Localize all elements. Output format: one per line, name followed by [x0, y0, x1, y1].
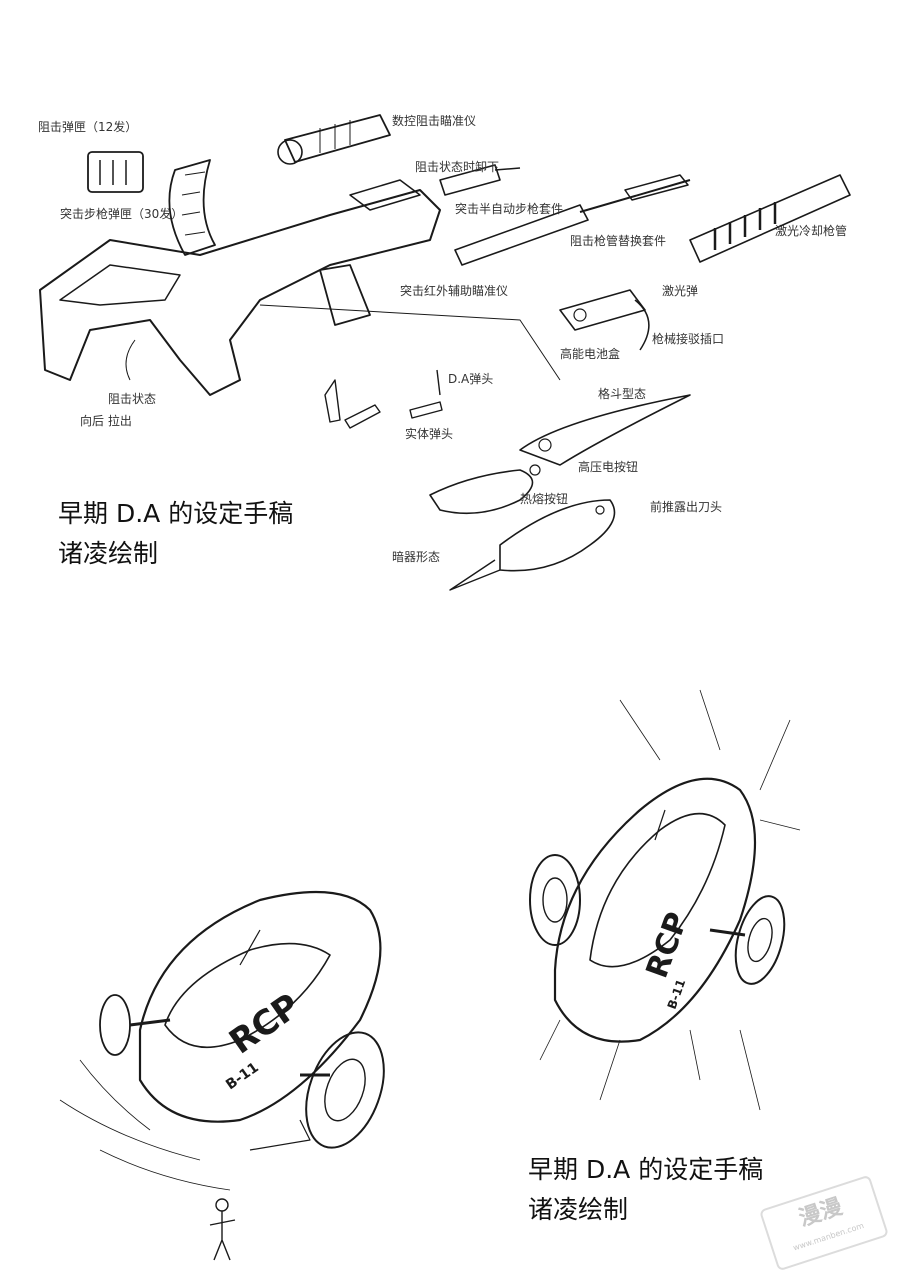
barrel-kit: [454, 174, 691, 266]
label-heat-button: 热熔按钮: [520, 492, 569, 506]
label-magazine-12: 阻击弹匣（12发）: [38, 120, 138, 134]
caption-bottom-line2: 诸凌绘制: [528, 1195, 629, 1224]
label-rifle-mag-30: 突击步枪弹匣（30发）: [60, 207, 184, 221]
caption-top: 早期 D.A 的设定手稿 诸凌绘制: [58, 494, 293, 574]
label-hidden-form: 暗器形态: [392, 550, 441, 564]
rifle-grip: [319, 264, 371, 326]
label-push-blade: 前推露出刀头: [650, 500, 723, 514]
label-ir-scope: 突击红外辅助瞄准仪: [400, 284, 509, 298]
label-melee-form: 格斗型态: [598, 387, 647, 401]
vehicle-one: [59, 890, 385, 1191]
caption-bottom-line1: 早期 D.A 的设定手稿: [528, 1155, 764, 1184]
small-figure: [209, 1198, 236, 1261]
sniper-magazine: [87, 151, 144, 193]
label-laser-barrel: 激光冷却枪管: [775, 224, 848, 238]
label-digital-scope: 数控阻击瞄准仪: [392, 114, 477, 128]
battery-box: [559, 289, 650, 351]
rifle-magazine: [168, 159, 216, 256]
caption-bottom: 早期 D.A 的设定手稿 诸凌绘制: [528, 1150, 763, 1230]
rifle-body: [39, 189, 441, 396]
laser-barrel: [689, 174, 851, 263]
label-solid-bullet: 实体弹头: [405, 427, 454, 441]
vehicle-two: [529, 689, 801, 1111]
digital-scope: [277, 114, 391, 165]
label-battery: 高能电池盒: [560, 347, 621, 361]
vehicle-two-plate: RCP: [640, 908, 696, 983]
watermark-main: 漫漫: [795, 1194, 846, 1232]
label-barrel-kit: 阻击枪管替换套件: [570, 234, 667, 248]
melee-knife: [429, 394, 691, 515]
caption-top-line1: 早期 D.A 的设定手稿: [58, 499, 294, 528]
bullets: [324, 369, 443, 429]
label-assault-kit: 突击半自动步枪套件: [455, 202, 564, 216]
label-hv-button: 高压电按钮: [578, 460, 639, 474]
vehicle-sketch: RCP B-11 RCP B-11: [59, 689, 801, 1261]
weapon-sketch: [39, 114, 851, 591]
assault-kit: [439, 164, 521, 196]
label-sniper-state: 阻击状态: [108, 392, 157, 406]
label-sniper-remove: 阻击状态时卸下: [415, 160, 500, 174]
label-mech-port: 枪械接驳插口: [652, 332, 725, 346]
vehicle-one-plate: RCP: [222, 986, 307, 1062]
label-da-bullet: D.A弹头: [448, 372, 494, 386]
label-pull-back: 向后 拉出: [80, 414, 132, 428]
hidden-knife: [449, 499, 616, 591]
vehicle-one-code: B-11: [223, 1060, 262, 1094]
caption-top-line2: 诸凌绘制: [58, 539, 159, 568]
label-laser-bullet: 激光弹: [662, 284, 699, 298]
